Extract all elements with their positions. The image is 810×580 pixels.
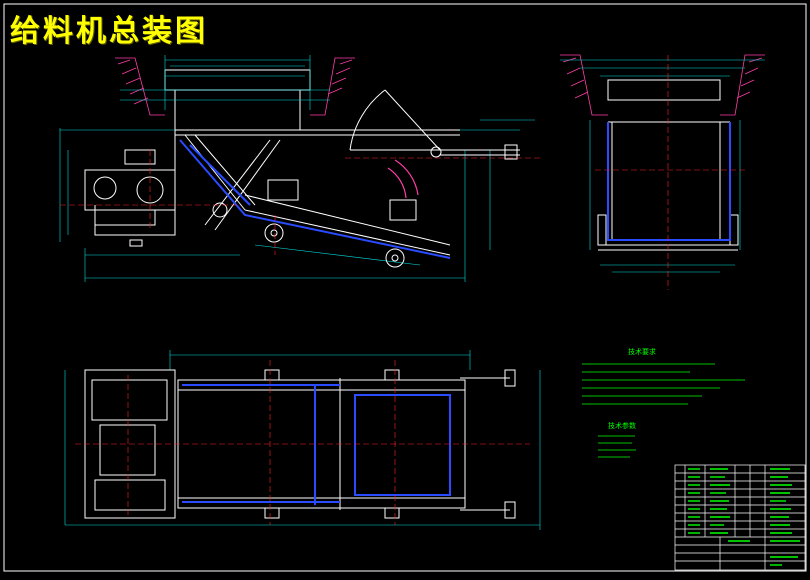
drawing-border bbox=[3, 3, 807, 572]
params-lines bbox=[598, 435, 636, 458]
front-centerlines bbox=[60, 150, 540, 255]
support-wheels bbox=[212, 179, 417, 268]
params-heading: 技术参数 bbox=[608, 421, 636, 430]
notes-lines bbox=[582, 363, 745, 405]
sector-arm-highlight bbox=[387, 159, 419, 199]
title-block bbox=[674, 464, 806, 571]
side-centerlines bbox=[595, 55, 745, 290]
trough-highlight bbox=[179, 139, 451, 259]
plan-centerlines bbox=[75, 360, 530, 525]
drive-unit bbox=[84, 149, 176, 247]
technical-notes: 技术要求 技术参数 bbox=[582, 347, 745, 458]
plan-view bbox=[64, 350, 541, 530]
sector-gate bbox=[349, 89, 520, 160]
title-block-text-marks bbox=[688, 468, 800, 566]
front-top-dimensions bbox=[59, 55, 535, 282]
side-trough-highlight bbox=[607, 122, 731, 241]
front-elevation-view bbox=[59, 55, 540, 282]
plan-highlight bbox=[182, 384, 451, 505]
plan-dimensions bbox=[64, 350, 541, 530]
side-view bbox=[560, 54, 765, 290]
side-hopper-hatching bbox=[560, 54, 765, 116]
side-dimensions bbox=[560, 59, 765, 273]
notes-heading: 技术要求 bbox=[628, 347, 656, 356]
hopper-hatching bbox=[115, 57, 355, 116]
drawing-title: 给料机总装图 bbox=[10, 14, 208, 49]
